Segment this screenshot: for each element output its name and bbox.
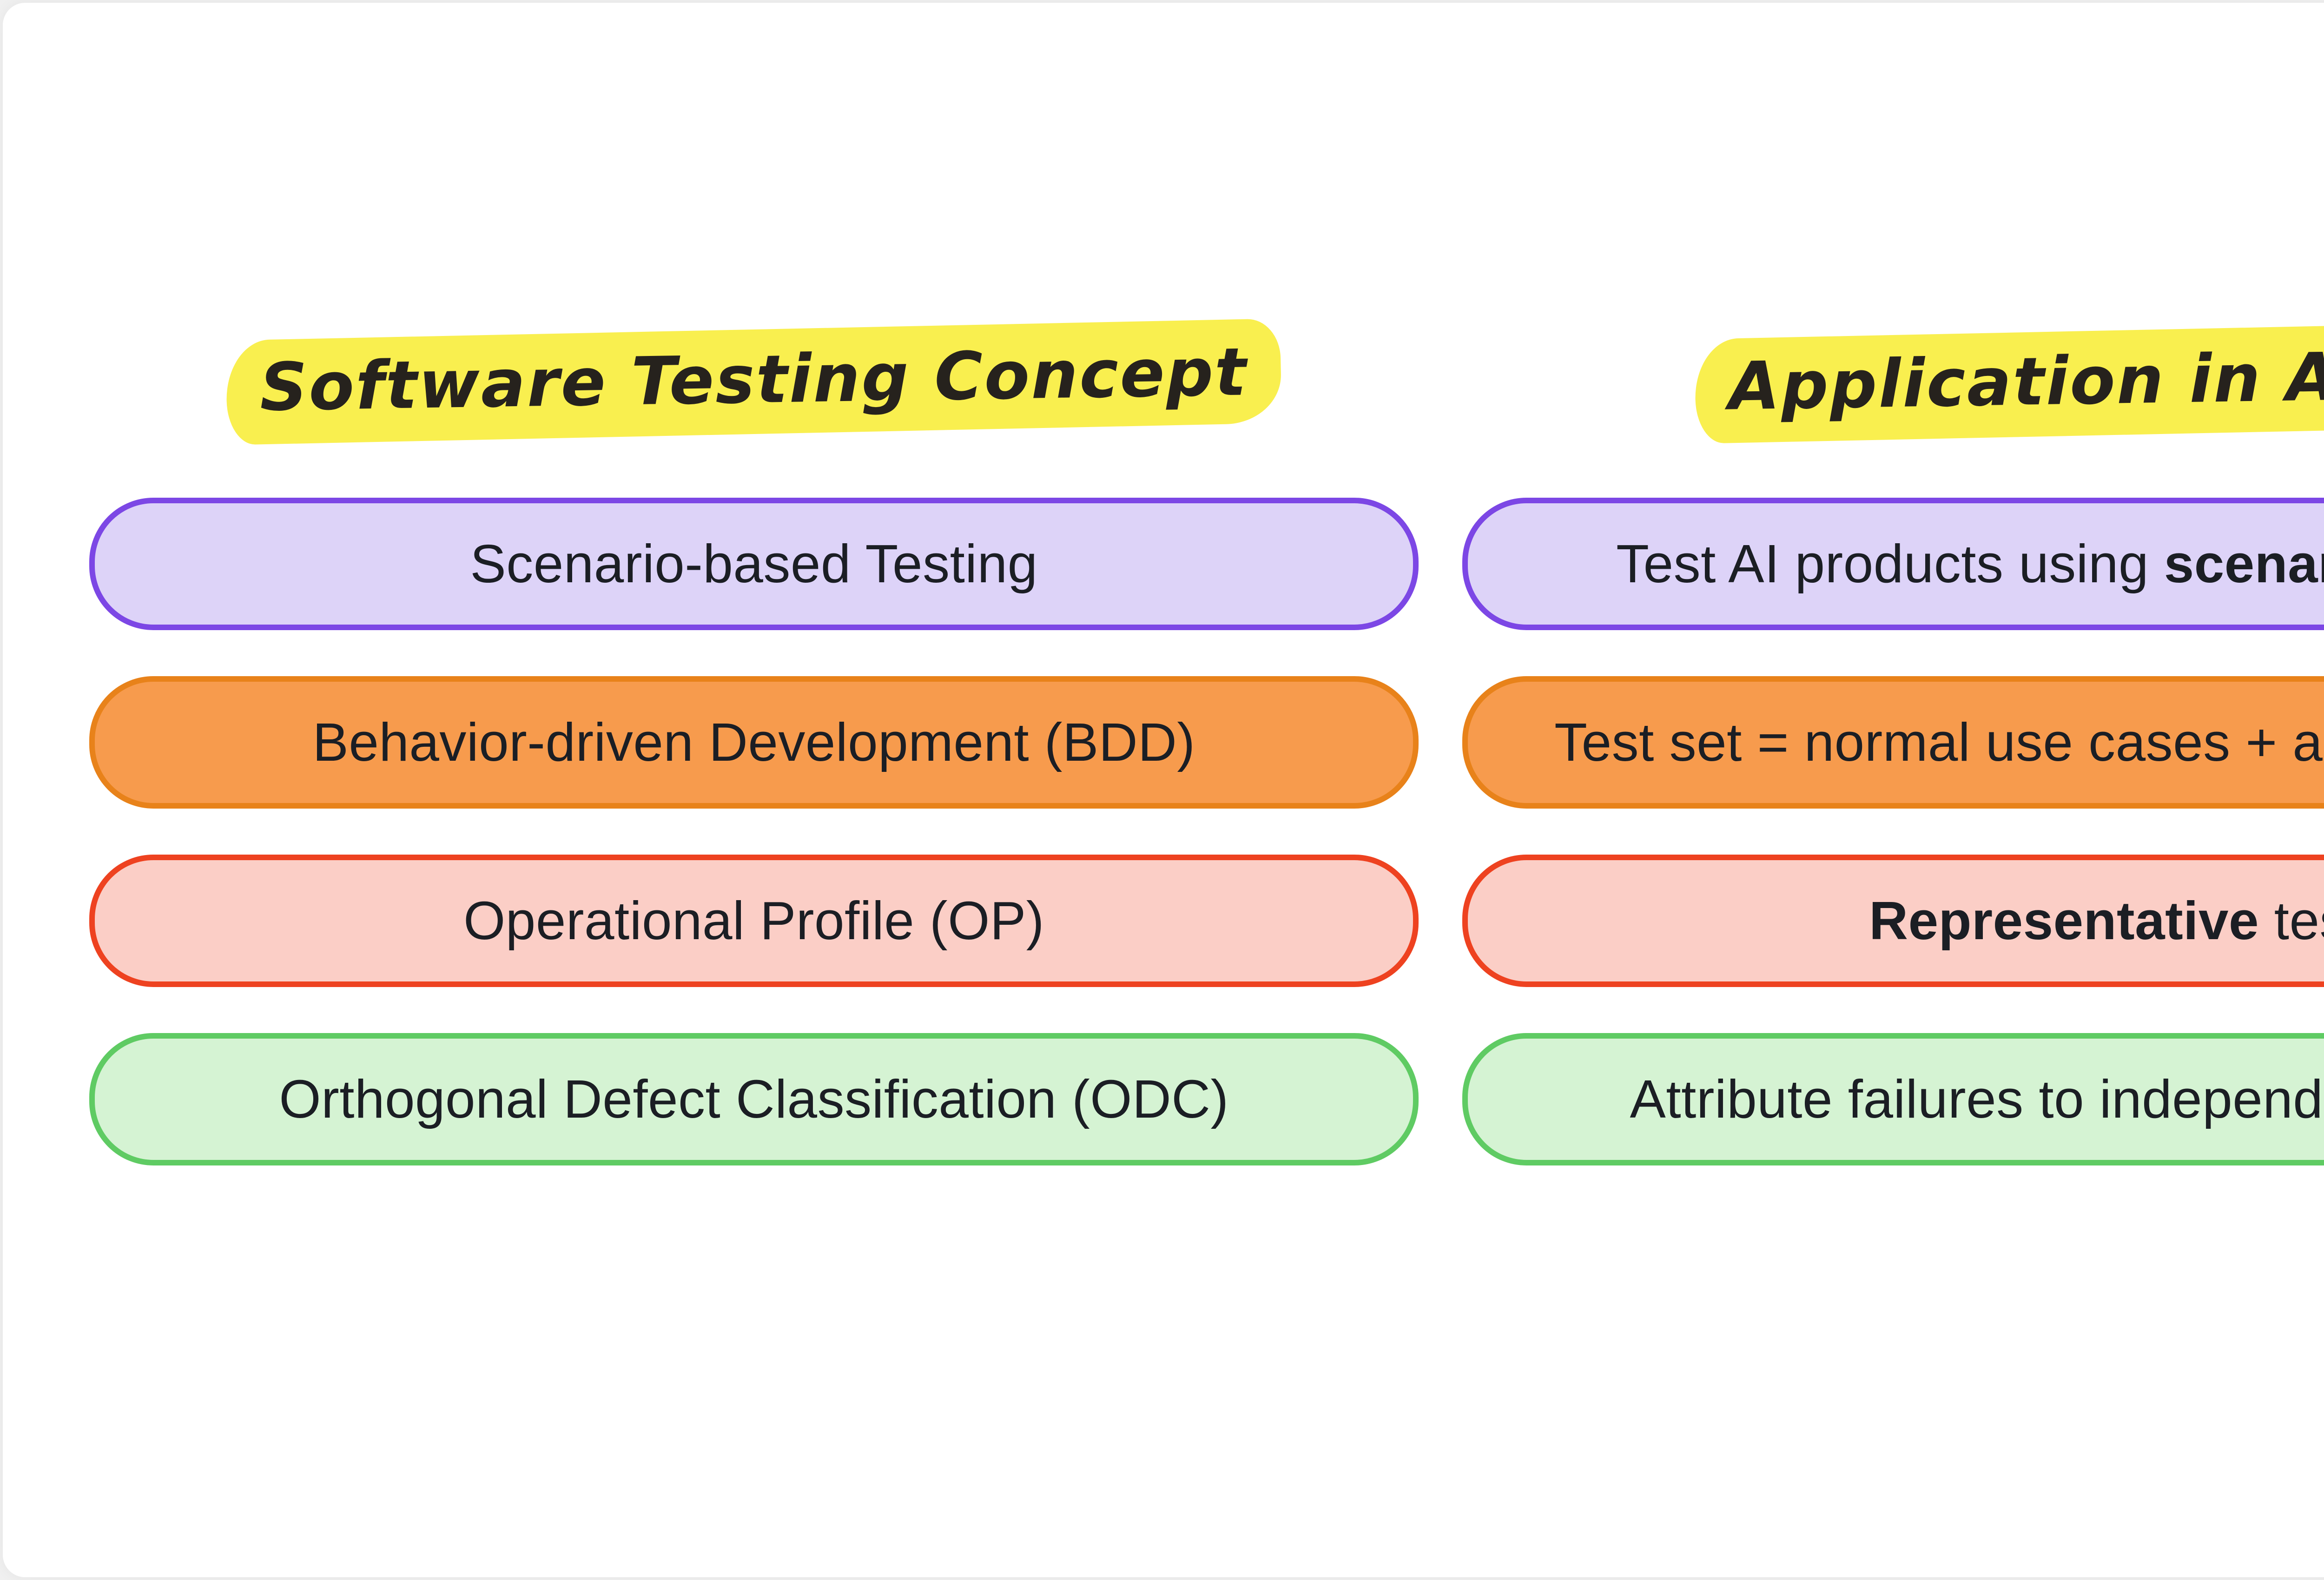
plain-text: test set (2274, 890, 2324, 951)
plain-text: Test AI products using (1616, 533, 2164, 594)
diagram-row-operational-profile: Operational Profile (OP) Representative … (89, 855, 2324, 987)
column-title-software-testing-concept: Software Testing Concept (89, 318, 1419, 445)
highlighter-stroke: Application in AI Evals (1694, 319, 2324, 444)
diagram-row-scenario-based-testing: Scenario-based Testing Test AI products … (89, 498, 2324, 630)
plain-text: Behavior-driven Development (BDD) (312, 711, 1195, 772)
concept-pill-label: Behavior-driven Development (BDD) (312, 711, 1195, 772)
concept-pill-label: Scenario-based Testing (470, 534, 1037, 594)
pill-rows: Scenario-based Testing Test AI products … (89, 498, 2324, 1211)
emphasized-text: scenario (2164, 533, 2324, 594)
concept-pill-label: Orthogonal Defect Classification (ODC) (279, 1068, 1229, 1129)
right-column-title: Application in AI Evals (1728, 335, 2324, 425)
diagram-card: Software Testing Concept Application in … (3, 3, 2324, 1577)
emphasized-text: Representative (1869, 890, 2259, 951)
application-pill-label: Test AI products using scenario set (tes… (1616, 534, 2324, 594)
concept-pill: Behavior-driven Development (BDD) (89, 676, 1419, 809)
concept-pill: Operational Profile (OP) (89, 855, 1419, 987)
concept-pill: Scenario-based Testing (89, 498, 1419, 630)
column-title-application-in-ai-evals: Application in AI Evals (1462, 319, 2324, 444)
plain-text: Attribute failures to independent dimens… (1630, 1068, 2324, 1129)
application-pill: Test set = normal use cases + alternate … (1462, 676, 2324, 809)
application-pill: Representative test set (1462, 855, 2324, 987)
concept-pill: Orthogonal Defect Classification (ODC) (89, 1033, 1419, 1165)
concept-pill-label: Operational Profile (OP) (463, 891, 1044, 951)
plain-text: Operational Profile (OP) (463, 890, 1044, 951)
plain-text: Scenario-based Testing (470, 533, 1038, 594)
application-pill-label: Attribute failures to independent dimens… (1630, 1068, 2324, 1129)
application-pill: Attribute failures to independent dimens… (1462, 1033, 2324, 1165)
diagram-row-behavior-driven-development: Behavior-driven Development (BDD) Test s… (89, 676, 2324, 809)
application-pill-label: Test set = normal use cases + alternate … (1554, 711, 2324, 772)
plain-text: Orthogonal Defect Classification (ODC) (279, 1068, 1229, 1129)
application-pill-label: Representative test set (1869, 891, 2324, 951)
left-column-title: Software Testing Concept (259, 333, 1248, 426)
application-pill: Test AI products using scenario set (tes… (1462, 498, 2324, 630)
plain-text: Test set = normal use cases + alternate … (1554, 711, 2324, 772)
column-titles: Software Testing Concept Application in … (3, 318, 2324, 445)
diagram-row-orthogonal-defect-classification: Orthogonal Defect Classification (ODC) A… (89, 1033, 2324, 1165)
highlighter-stroke: Software Testing Concept (225, 318, 1282, 445)
